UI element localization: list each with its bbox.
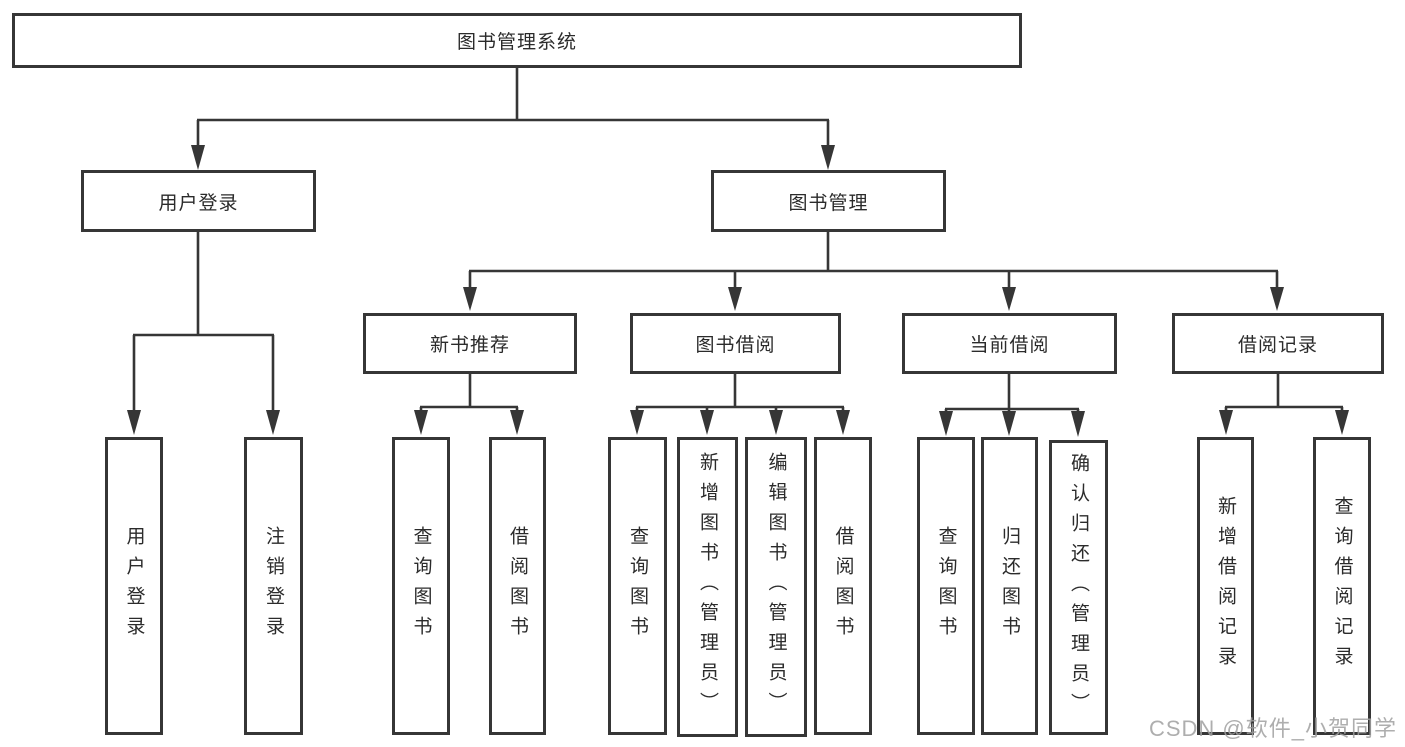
leaf-borrow-query-books-label: 查询图书 — [627, 526, 648, 646]
node-new-book-recommend-label: 新书推荐 — [429, 335, 510, 356]
leaf-current-query-books-label: 查询图书 — [935, 526, 957, 646]
node-root-label: 图书管理系统 — [456, 32, 577, 53]
node-current-borrow: 当前借阅 — [902, 313, 1117, 374]
leaf-logout: 注销登录 — [244, 437, 303, 735]
node-user-login-label: 用户登录 — [158, 192, 239, 214]
leaf-logout-label: 注销登录 — [263, 526, 284, 646]
leaf-add-book-admin: 新增图书（管理员） — [677, 437, 738, 737]
leaf-recommend-borrow-books: 借阅图书 — [489, 437, 546, 735]
node-borrow-records: 借阅记录 — [1172, 313, 1384, 374]
node-book-management-label: 图书管理 — [788, 192, 869, 214]
leaf-borrow-books-label: 借阅图书 — [832, 526, 854, 646]
leaf-query-borrow-record: 查询借阅记录 — [1313, 437, 1371, 735]
node-root: 图书管理系统 — [12, 13, 1022, 68]
leaf-edit-book-admin-label: 编辑图书（管理员） — [765, 452, 787, 722]
leaf-user-login: 用户登录 — [105, 437, 163, 735]
node-borrow-records-label: 借阅记录 — [1237, 335, 1318, 356]
leaf-recommend-borrow-books-label: 借阅图书 — [507, 526, 528, 646]
leaf-add-book-admin-label: 新增图书（管理员） — [697, 452, 718, 722]
watermark: CSDN @软件_小贺同学 — [1148, 716, 1397, 741]
node-current-borrow-label: 当前借阅 — [969, 335, 1050, 356]
node-user-login: 用户登录 — [81, 170, 316, 232]
node-book-management: 图书管理 — [711, 170, 946, 232]
leaf-query-borrow-record-label: 查询借阅记录 — [1331, 496, 1353, 676]
leaf-user-login-label: 用户登录 — [123, 526, 145, 646]
leaf-recommend-query-books: 查询图书 — [392, 437, 450, 735]
node-new-book-recommend: 新书推荐 — [363, 313, 577, 374]
leaf-edit-book-admin: 编辑图书（管理员） — [745, 437, 807, 737]
leaf-borrow-query-books: 查询图书 — [608, 437, 667, 735]
leaf-return-books-label: 归还图书 — [999, 526, 1020, 646]
leaf-confirm-return-admin: 确认归还（管理员） — [1049, 440, 1108, 735]
node-book-borrow-label: 图书借阅 — [695, 335, 776, 356]
leaf-borrow-books: 借阅图书 — [814, 437, 872, 735]
leaf-confirm-return-admin-label: 确认归还（管理员） — [1068, 452, 1089, 723]
leaf-recommend-query-books-label: 查询图书 — [410, 526, 432, 646]
leaf-add-borrow-record: 新增借阅记录 — [1197, 437, 1254, 735]
leaf-return-books: 归还图书 — [981, 437, 1038, 735]
leaf-current-query-books: 查询图书 — [917, 437, 975, 735]
node-book-borrow: 图书借阅 — [630, 313, 841, 374]
leaf-add-borrow-record-label: 新增借阅记录 — [1215, 496, 1236, 676]
